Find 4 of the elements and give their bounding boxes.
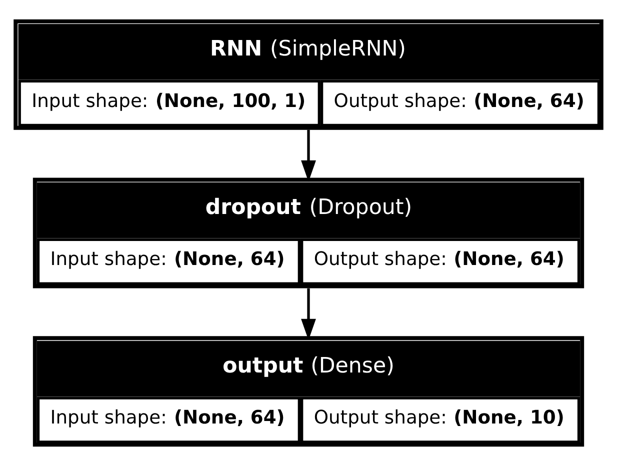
node-box: output (Dense) Input shape: (None, 64) Output shape: (None, 10): [32, 336, 584, 447]
node-box: dropout (Dropout) Input shape: (None, 64) Output shape: (None, 64): [32, 178, 584, 288]
node-box: RNN (SimpleRNN) Input shape: (None, 100, 1) Output shape: (None, 64): [14, 19, 604, 130]
arrow: [301, 130, 316, 182]
